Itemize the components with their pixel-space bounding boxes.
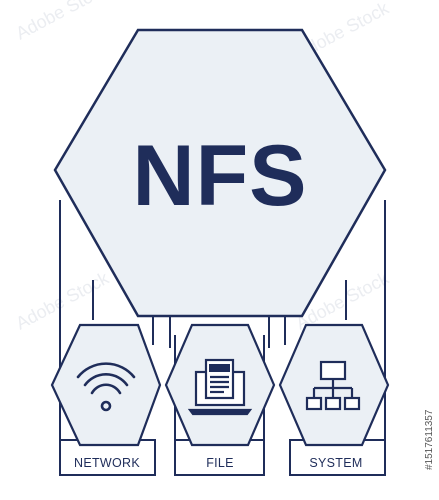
network-hierarchy-icon bbox=[305, 360, 361, 411]
watermark-text: Adobe Stock bbox=[12, 0, 112, 44]
stock-id: #1517611357 bbox=[424, 409, 435, 470]
system-label: SYSTEM bbox=[309, 456, 362, 470]
wifi-icon bbox=[76, 362, 136, 412]
file-label: FILE bbox=[206, 456, 234, 470]
main-hexagon bbox=[53, 28, 387, 318]
main-title: NFS bbox=[133, 128, 308, 224]
watermark-text: Adobe Stock bbox=[12, 267, 112, 333]
network-label: NETWORK bbox=[74, 456, 140, 470]
laptop-document-icon bbox=[187, 358, 253, 416]
